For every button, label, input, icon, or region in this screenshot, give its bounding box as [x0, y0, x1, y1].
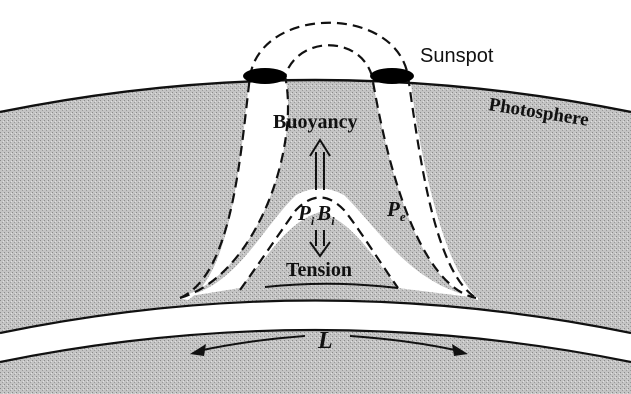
- trapped-region-base: [264, 282, 399, 289]
- length-label: L: [317, 328, 333, 354]
- inner-arch: [239, 196, 399, 291]
- tension-arrow: [309, 230, 331, 258]
- tension-label: Tension: [286, 259, 352, 281]
- buoyancy-arrow: [309, 138, 331, 190]
- length-arrow: [197, 335, 461, 352]
- sunspot-label: Sunspot: [420, 45, 494, 67]
- loop-outer-edge: [179, 21, 477, 300]
- buoyancy-label: Buoyancy: [273, 111, 357, 133]
- horizontal-tube-lower-edge: [0, 328, 631, 364]
- sunspot-right: [370, 68, 414, 84]
- horizontal-flux-tube: [0, 300, 631, 362]
- photosphere-surface: [0, 78, 631, 114]
- rising-loop-fill-top: [178, 76, 289, 300]
- length-arrowhead-left: [190, 344, 206, 356]
- length-arrowhead-right: [452, 344, 468, 356]
- external-pressure-label: Pe: [386, 197, 406, 224]
- trapped-region: [265, 247, 398, 288]
- loop-inner-edge: [179, 44, 477, 300]
- horizontal-tube-upper-edge: [0, 299, 631, 335]
- sunspot-left: [243, 68, 287, 84]
